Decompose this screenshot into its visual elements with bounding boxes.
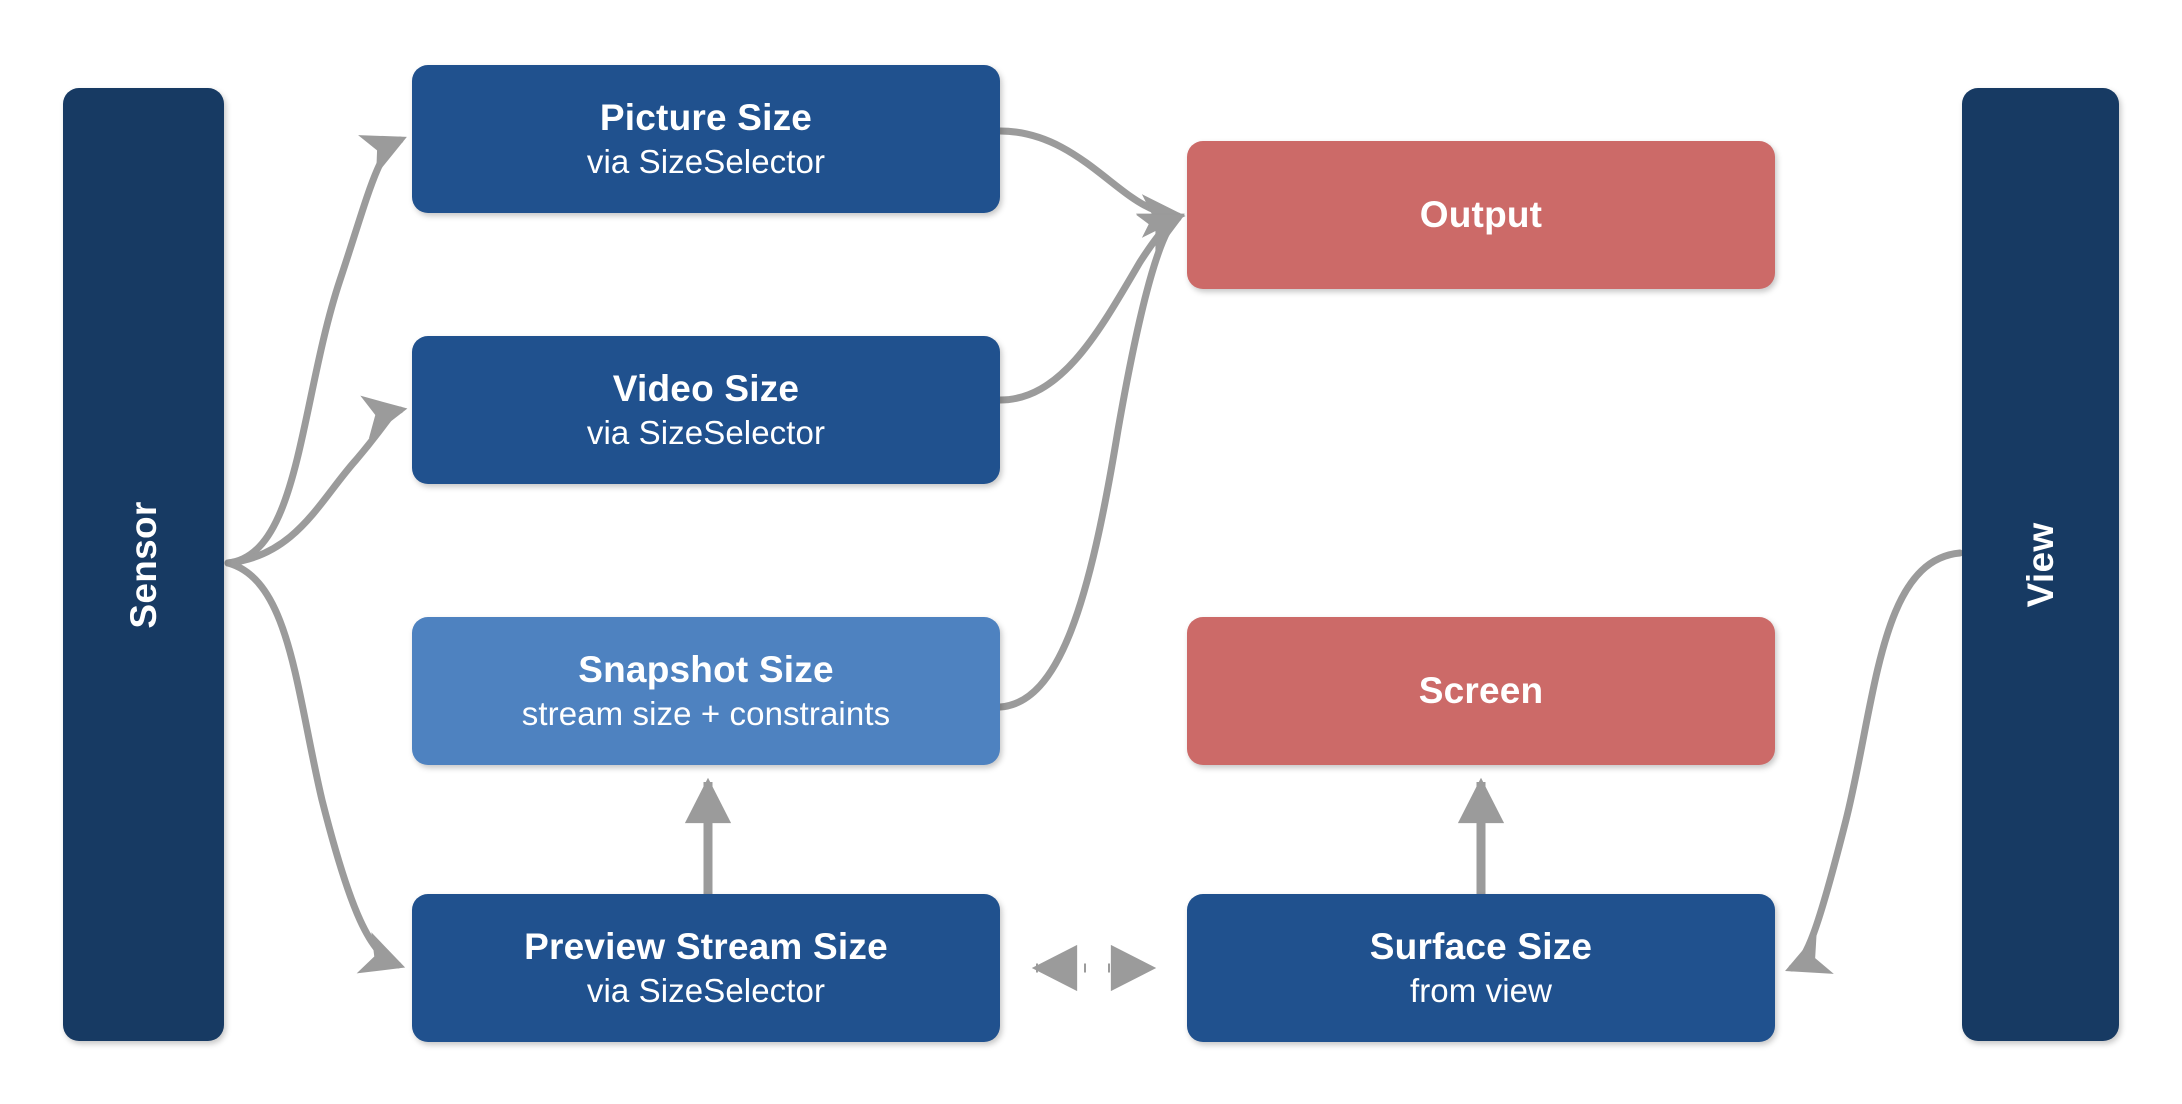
node-picture-size-title: Picture Size xyxy=(599,97,813,139)
node-preview-stream-size[interactable]: Preview Stream Size via SizeSelector xyxy=(412,894,1000,1042)
node-snapshot-size-subtitle: stream size + constraints xyxy=(521,694,891,732)
node-output[interactable]: Output xyxy=(1187,141,1775,289)
lane-sensor-label: Sensor xyxy=(122,500,164,629)
node-surface-size[interactable]: Surface Size from view xyxy=(1187,894,1775,1042)
node-picture-size[interactable]: Picture Size via SizeSelector xyxy=(412,65,1000,213)
node-snapshot-size-title: Snapshot Size xyxy=(578,649,834,691)
edge-picture-size-to-output xyxy=(996,127,1186,238)
node-video-size-subtitle: via SizeSelector xyxy=(586,413,826,451)
edge-sensor-to-video-size xyxy=(224,395,408,567)
node-preview-stream-size-subtitle: via SizeSelector xyxy=(586,971,826,1009)
lane-view-label: View xyxy=(2019,522,2061,607)
edge-view-to-surface-size xyxy=(1785,549,1964,974)
node-video-size[interactable]: Video Size via SizeSelector xyxy=(412,336,1000,484)
edge-video-size-to-output xyxy=(996,213,1185,404)
lane-sensor[interactable]: Sensor xyxy=(63,88,224,1041)
node-picture-size-subtitle: via SizeSelector xyxy=(586,142,826,180)
lane-view[interactable]: View xyxy=(1962,88,2119,1041)
node-screen-title: Screen xyxy=(1418,670,1544,712)
node-surface-size-title: Surface Size xyxy=(1369,926,1593,968)
node-video-size-title: Video Size xyxy=(612,368,800,410)
edge-snapshot-size-to-output xyxy=(996,214,1185,711)
node-preview-stream-size-title: Preview Stream Size xyxy=(524,926,888,968)
node-snapshot-size[interactable]: Snapshot Size stream size + constraints xyxy=(412,617,1000,765)
edge-sensor-to-preview-stream-size xyxy=(224,559,406,974)
node-screen[interactable]: Screen xyxy=(1187,617,1775,765)
edge-sensor-to-picture-size xyxy=(224,135,407,567)
node-output-title: Output xyxy=(1419,194,1543,236)
node-surface-size-subtitle: from view xyxy=(1409,971,1553,1009)
